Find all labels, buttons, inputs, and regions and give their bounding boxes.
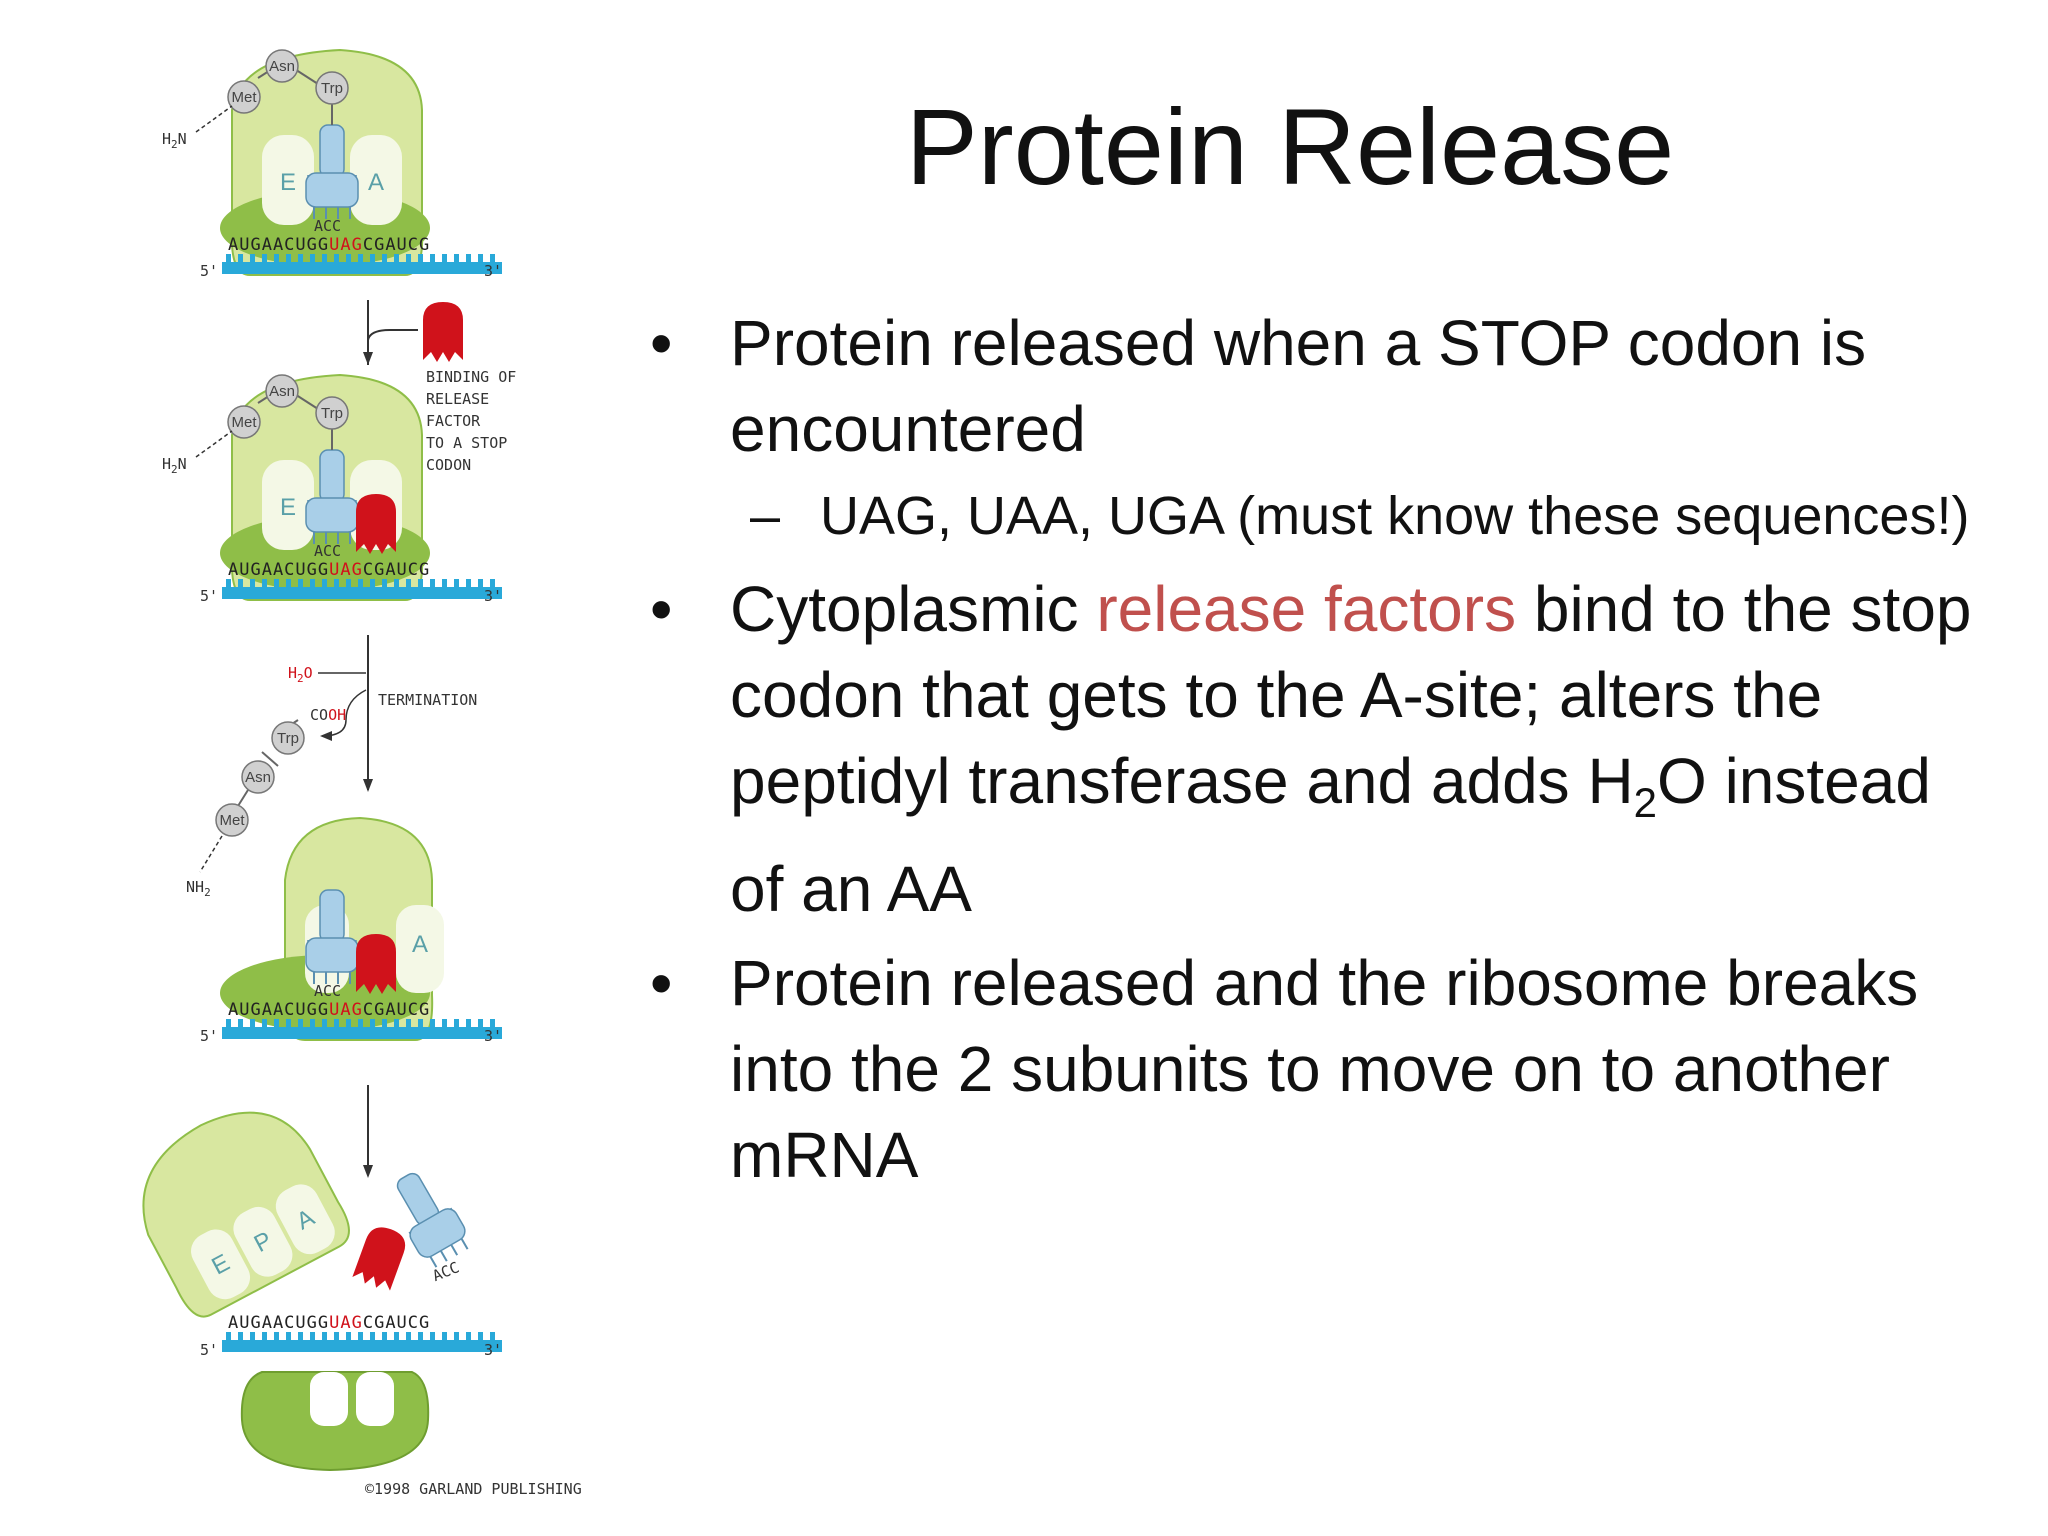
svg-text:A: A bbox=[412, 931, 428, 958]
slide-content: • Protein released when a STOP codon is … bbox=[650, 300, 1980, 1206]
termination-label: TERMINATION bbox=[378, 691, 477, 709]
arrow-termination: TERMINATION H2O COOH Trp Asn Met NH2 bbox=[186, 635, 477, 899]
released-factor-icon bbox=[351, 1222, 410, 1293]
svg-text:Trp: Trp bbox=[277, 730, 299, 747]
svg-text:TO A STOP: TO A STOP bbox=[426, 434, 507, 452]
a-site-label: A bbox=[368, 169, 384, 196]
mrna-sequence: AUGAACUGGUAGCGAUCG bbox=[228, 235, 430, 255]
bullet-marker: • bbox=[650, 573, 673, 645]
bullet-marker: • bbox=[650, 307, 673, 379]
bullet-marker: • bbox=[650, 946, 673, 1019]
svg-text:Asn: Asn bbox=[245, 769, 271, 786]
svg-text:ACC: ACC bbox=[314, 982, 341, 1000]
small-subunit bbox=[240, 1371, 430, 1472]
svg-text:Met: Met bbox=[231, 414, 257, 431]
stage-1-ribosome: E A Met Asn Trp H2N ACC AUGAACUGGUAGCGAU… bbox=[162, 48, 502, 280]
highlight-release-factors: release factors bbox=[1096, 573, 1517, 645]
bullet-text-post: bind to the stop codon that gets to the … bbox=[730, 573, 1972, 817]
svg-text:3': 3' bbox=[484, 587, 502, 605]
bullet-ribosome-breaks: • Protein released and the ribosome brea… bbox=[650, 940, 1980, 1198]
sub-bullet-stop-codons: – UAG, UAA, UGA (must know these sequenc… bbox=[650, 480, 1980, 552]
svg-text:Asn: Asn bbox=[269, 383, 295, 400]
mrna-strand bbox=[222, 254, 502, 274]
free-mrna-sequence: AUGAACUGGUAGCGAUCG bbox=[228, 1313, 430, 1333]
svg-text:RELEASE: RELEASE bbox=[426, 390, 489, 408]
translation-termination-diagram: E A Met Asn Trp H2N ACC AUGAACUGGUAGCGAU… bbox=[142, 48, 582, 1498]
arrow-binding: BINDING OF RELEASE FACTOR TO A STOP CODO… bbox=[363, 300, 516, 474]
bullet-stop-codon: • Protein released when a STOP codon is … bbox=[650, 300, 1980, 472]
bullet-text: Protein released when a STOP codon is en… bbox=[730, 307, 1867, 465]
three-prime-label: 3' bbox=[484, 262, 502, 280]
svg-text:E: E bbox=[280, 494, 296, 521]
trp-label: Trp bbox=[321, 80, 343, 97]
met-label: Met bbox=[231, 89, 257, 106]
stage-4-dissociated: E P A ACC AUGAACUGGUAGCGAUCG 5' 3' bbox=[142, 1111, 502, 1472]
water-label: H2O bbox=[288, 664, 313, 685]
slide-title: Protein Release bbox=[905, 86, 1675, 207]
svg-text:Met: Met bbox=[219, 812, 245, 829]
sub-bullet-text: UAG, UAA, UGA (must know these sequences… bbox=[820, 486, 1970, 546]
nh2-label: NH2 bbox=[186, 878, 211, 899]
svg-text:BINDING OF: BINDING OF bbox=[426, 368, 516, 386]
five-prime-label: 5' bbox=[200, 262, 218, 280]
svg-text:3': 3' bbox=[484, 1341, 502, 1359]
cooh-label: COOH bbox=[310, 706, 346, 724]
stage-2-ribosome: E Met Asn Trp H2N ACC AUGAACUGGUAGCGAUCG… bbox=[162, 373, 502, 605]
svg-text:3': 3' bbox=[484, 1027, 502, 1045]
svg-text:5': 5' bbox=[200, 1341, 218, 1359]
bullet-text-pre: Cytoplasmic bbox=[730, 573, 1097, 645]
bullet-release-factors: • Cytoplasmic release factors bind to th… bbox=[650, 566, 1980, 932]
svg-text:CODON: CODON bbox=[426, 456, 471, 474]
amine-label: H2N bbox=[162, 130, 187, 151]
svg-text:5': 5' bbox=[200, 1027, 218, 1045]
asn-label: Asn bbox=[269, 58, 295, 75]
bullet-text-post2: O instead of an AA bbox=[730, 745, 1931, 925]
bullet-text: Protein released and the ribosome breaks… bbox=[730, 946, 1919, 1191]
svg-text:AUGAACUGGUAGCGAUCG: AUGAACUGGUAGCGAUCG bbox=[228, 1000, 430, 1020]
svg-text:H2N: H2N bbox=[162, 455, 187, 476]
copyright-credit: ©1998 GARLAND PUBLISHING bbox=[365, 1480, 582, 1498]
svg-text:AUGAACUGGUAGCGAUCG: AUGAACUGGUAGCGAUCG bbox=[228, 560, 430, 580]
svg-text:FACTOR: FACTOR bbox=[426, 412, 481, 430]
e-site-label: E bbox=[280, 169, 296, 196]
svg-text:Trp: Trp bbox=[321, 405, 343, 422]
anticodon-label: ACC bbox=[314, 217, 341, 235]
subscript-two: 2 bbox=[1633, 778, 1658, 826]
binding-label: BINDING OF RELEASE FACTOR TO A STOP CODO… bbox=[426, 368, 516, 474]
svg-text:5': 5' bbox=[200, 587, 218, 605]
stage-3-ribosome: A ACC AUGAACUGGUAGCGAUCG 5' 3' bbox=[200, 816, 502, 1045]
svg-text:ACC: ACC bbox=[314, 542, 341, 560]
large-subunit: E P A bbox=[142, 1111, 350, 1318]
sub-bullet-marker: – bbox=[750, 486, 781, 546]
release-factor-icon bbox=[423, 302, 463, 362]
